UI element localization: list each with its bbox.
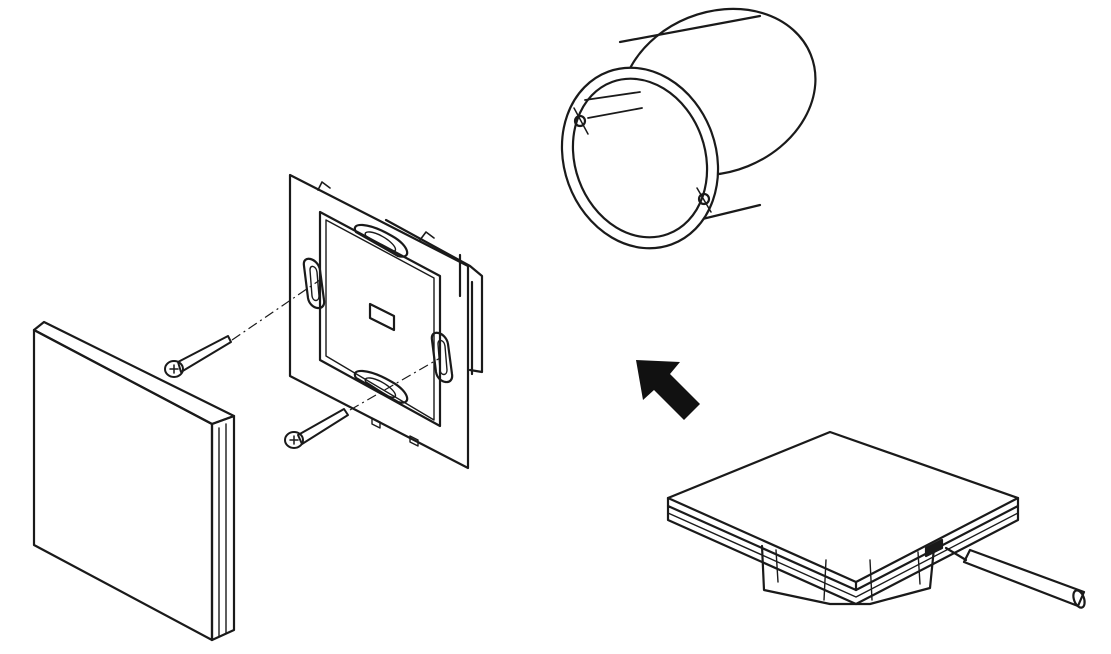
flat-screwdriver-icon: [944, 546, 1086, 609]
arrow-up-left-icon: [636, 360, 700, 420]
screw-lower: [284, 408, 349, 449]
glass-panel: [32, 320, 236, 642]
switch-module: [666, 430, 1020, 606]
wall-box: [560, 7, 817, 250]
mounting-frame: [288, 173, 484, 470]
screw-upper: [164, 335, 232, 378]
alignment-guides: [231, 279, 441, 411]
